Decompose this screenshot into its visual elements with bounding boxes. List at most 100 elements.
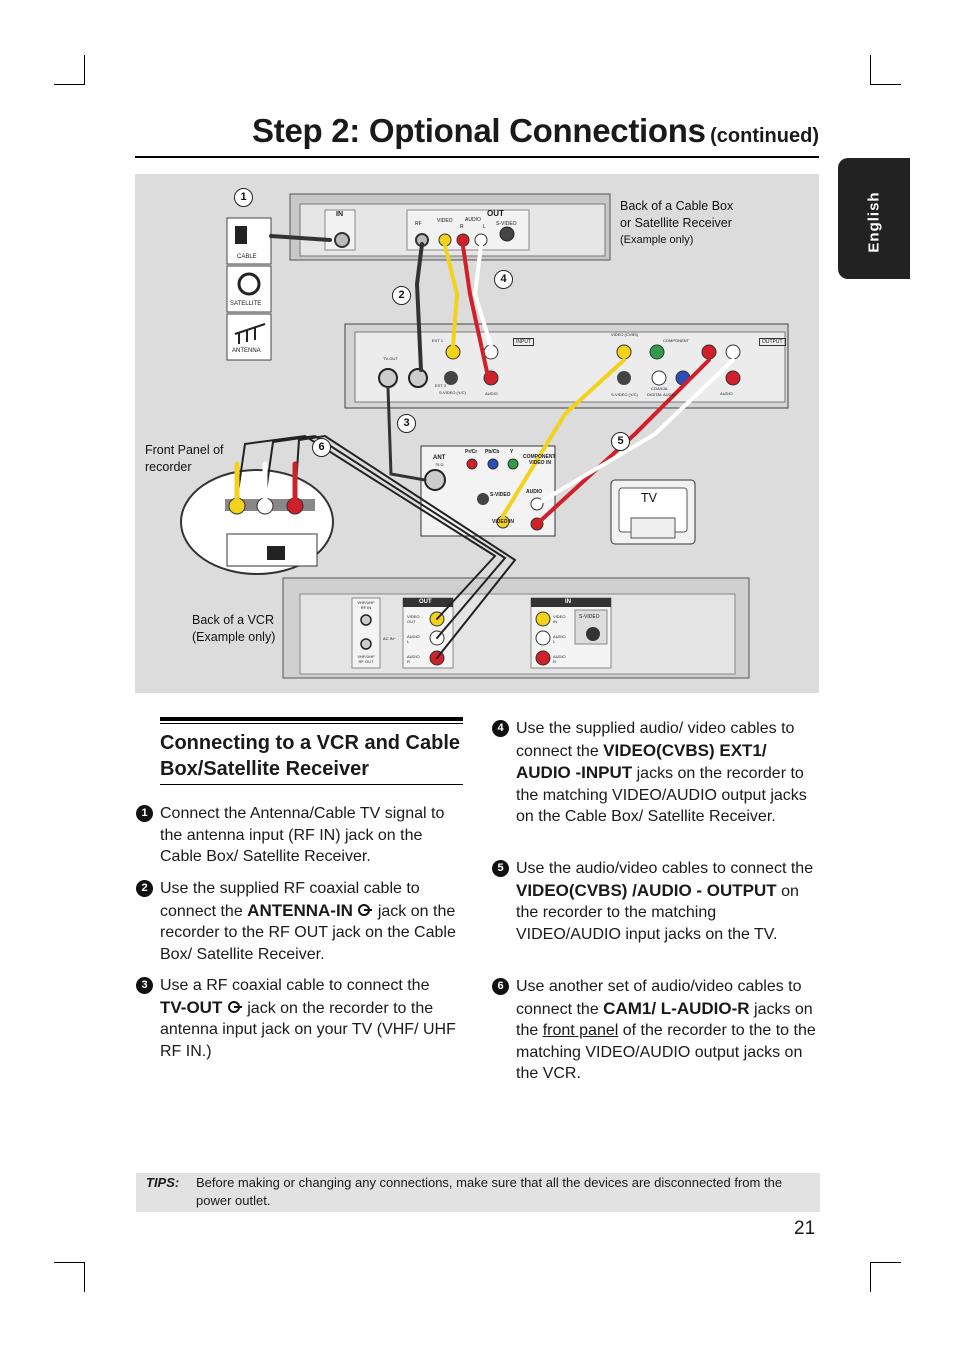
callout-1: 1 — [234, 188, 253, 207]
vcr-in-audio-r-label: AUDIO R — [553, 654, 566, 664]
page-number: 21 — [794, 1218, 816, 1239]
tv-ant-label: ANT — [433, 455, 446, 461]
step-2-post: jack on the recorder to the RF OUT jack … — [160, 902, 456, 963]
antenna-sources — [226, 217, 272, 361]
vcr-ac-in-label: AC IN~ — [383, 636, 397, 641]
step-6-keyword: CAM1/ L-AUDIO-R — [603, 998, 750, 1018]
tv-component-video-in-label: VIDEO IN — [529, 460, 551, 466]
vcr-label: Back of a VCR (Example only) — [192, 612, 275, 646]
vcr-in-audio-l-label: AUDIO L — [553, 634, 566, 644]
page-subtitle: (continued) — [710, 125, 819, 147]
vcr-audio-l-line2: L — [407, 639, 410, 644]
vcr-audio-l-label: AUDIO L — [407, 634, 420, 644]
vcr-in-audio-l-line1: AUDIO — [553, 634, 566, 639]
step-3: Use a RF coaxial cable to connect the TV… — [160, 975, 460, 1062]
step-5: Use the audio/video cables to connect th… — [516, 858, 816, 945]
rec-digital-audio-label: DIGITAL AUDIO — [647, 392, 676, 397]
crop-mark — [870, 1262, 901, 1263]
step-2-keyword: ANTENNA-IN — [247, 900, 353, 920]
page-header: Step 2: Optional Connections (continued) — [135, 112, 819, 158]
crop-mark — [54, 1262, 85, 1263]
step-6-pre: Use another set of audio/video cables to… — [516, 978, 802, 1018]
language-label: English — [865, 191, 883, 253]
section-rule-thick — [160, 717, 463, 721]
step-5-pre: Use the audio/video cables to connect th… — [516, 860, 814, 877]
vcr-video-out-line1: VIDEO — [407, 614, 420, 619]
step-2-pre: Use the supplied RF coaxial cable to con… — [160, 880, 420, 920]
crop-mark — [84, 55, 85, 85]
tv-ohm-label: 75 Ω — [435, 462, 444, 467]
rec-component-label: COMPONENT — [663, 338, 689, 343]
rec-svideo-out-label: S-VIDEO (Y/C) — [611, 392, 638, 397]
callout-5: 5 — [611, 432, 630, 451]
step-number-6: 6 — [492, 978, 509, 995]
vcr-svideo-label: S-VIDEO — [579, 614, 600, 620]
connection-diagram: 1 2 3 4 5 6 Back of a Cable Box or Satel… — [135, 174, 819, 693]
step-6-post: of the recorder to the to the matching V… — [516, 1022, 816, 1082]
vcr-video-out-label: VIDEO OUT — [407, 614, 419, 624]
step-4-pre: Use the supplied audio/ video cables to … — [516, 720, 795, 760]
vcr-out-label: OUT — [419, 599, 432, 605]
tv-video-in-label: VIDEO IN — [492, 519, 514, 525]
callout-6: 6 — [312, 438, 331, 457]
vcr-vhf-in-line1: VHF/UHF — [357, 600, 375, 605]
tv-component-label: COMPONENT — [523, 454, 556, 460]
step-number-4: 4 — [492, 720, 509, 737]
cable-box-label: Back of a Cable Box or Satellite Receive… — [620, 198, 733, 249]
ant-cable-label: CABLE — [237, 254, 257, 260]
vcr-back — [282, 577, 750, 679]
language-tab: English — [838, 158, 910, 279]
step-5-post: on the recorder to the matching VIDEO/AU… — [516, 882, 799, 943]
cables — [234, 234, 735, 659]
ant-satellite-label: SATELLITE — [230, 301, 262, 307]
rec-ext2-label: EXT 2 — [435, 383, 447, 388]
vcr-audio-r-label: AUDIO R — [407, 654, 420, 664]
tv-y-label: Y — [510, 449, 514, 455]
section-rule-thin — [160, 723, 463, 724]
box-in-label: IN — [336, 211, 343, 218]
vcr-in-audio-r-line2: R — [553, 659, 556, 664]
front-panel-label-line1: Front Panel of — [145, 443, 224, 457]
box-svideo-label: S-VIDEO — [496, 221, 517, 227]
cable-box-label-line1: Back of a Cable Box — [620, 199, 734, 213]
step-5-keyword: VIDEO(CVBS) /AUDIO - OUTPUT — [516, 880, 777, 900]
box-r-label: R — [460, 224, 464, 230]
page-title: Step 2: Optional Connections — [252, 112, 706, 149]
tips-label: TIPS: — [146, 1175, 180, 1190]
crop-mark — [870, 84, 901, 85]
vcr-vhf-in-label: VHF/UHF RF IN — [354, 600, 378, 610]
vcr-vhf-out-line1: VHF/UHF — [357, 654, 375, 659]
vcr-in-label: IN — [565, 599, 571, 605]
step-number-5: 5 — [492, 860, 509, 877]
step-6: Use another set of audio/video cables to… — [516, 976, 816, 1085]
step-number-1: 1 — [136, 805, 153, 822]
tv-pb-label: Pb/Cb — [485, 449, 500, 455]
front-panel-link[interactable]: front panel — [542, 1022, 619, 1039]
step-number-3: 3 — [136, 977, 153, 994]
vcr-note: (Example only) — [192, 630, 276, 644]
rec-svideo-label: S-VIDEO (Y/C) — [439, 390, 466, 395]
rec-input-label: INPUT — [513, 338, 534, 346]
vcr-audio-l-line1: AUDIO — [407, 634, 420, 639]
tips-box: TIPS: Before making or changing any conn… — [136, 1173, 820, 1212]
step-4-post: jacks on the recorder to the matching VI… — [516, 765, 807, 825]
tv-label: TV — [641, 491, 657, 505]
rec-video-cvbs-label: VIDEO (CVBS) — [611, 332, 639, 337]
rec-coaxial-label: COAXIAL — [651, 386, 669, 391]
tv-back — [420, 445, 696, 545]
vcr-audio-r-line2: R — [407, 659, 410, 664]
box-audio-label: AUDIO — [465, 217, 481, 223]
box-rf-label: RF — [415, 221, 422, 227]
callout-4: 4 — [494, 270, 513, 289]
step-2: Use the supplied RF coaxial cable to con… — [160, 878, 460, 965]
step-4-keyword: VIDEO(CVBS) EXT1/ AUDIO -INPUT — [516, 740, 767, 783]
box-video-label: VIDEO — [437, 218, 453, 224]
cable-box-back — [289, 193, 611, 261]
vcr-in-audio-l-line2: L — [553, 639, 556, 644]
rec-audio-out-label: AUDIO — [720, 391, 733, 396]
step-1: Connect the Antenna/Cable TV signal to t… — [160, 805, 445, 865]
tv-out-jack-icon — [227, 1000, 242, 1013]
step-3-keyword: TV-OUT — [160, 997, 223, 1017]
cable-box-note: (Example only) — [620, 234, 694, 246]
step-6-mid: jacks on the — [516, 1000, 813, 1040]
